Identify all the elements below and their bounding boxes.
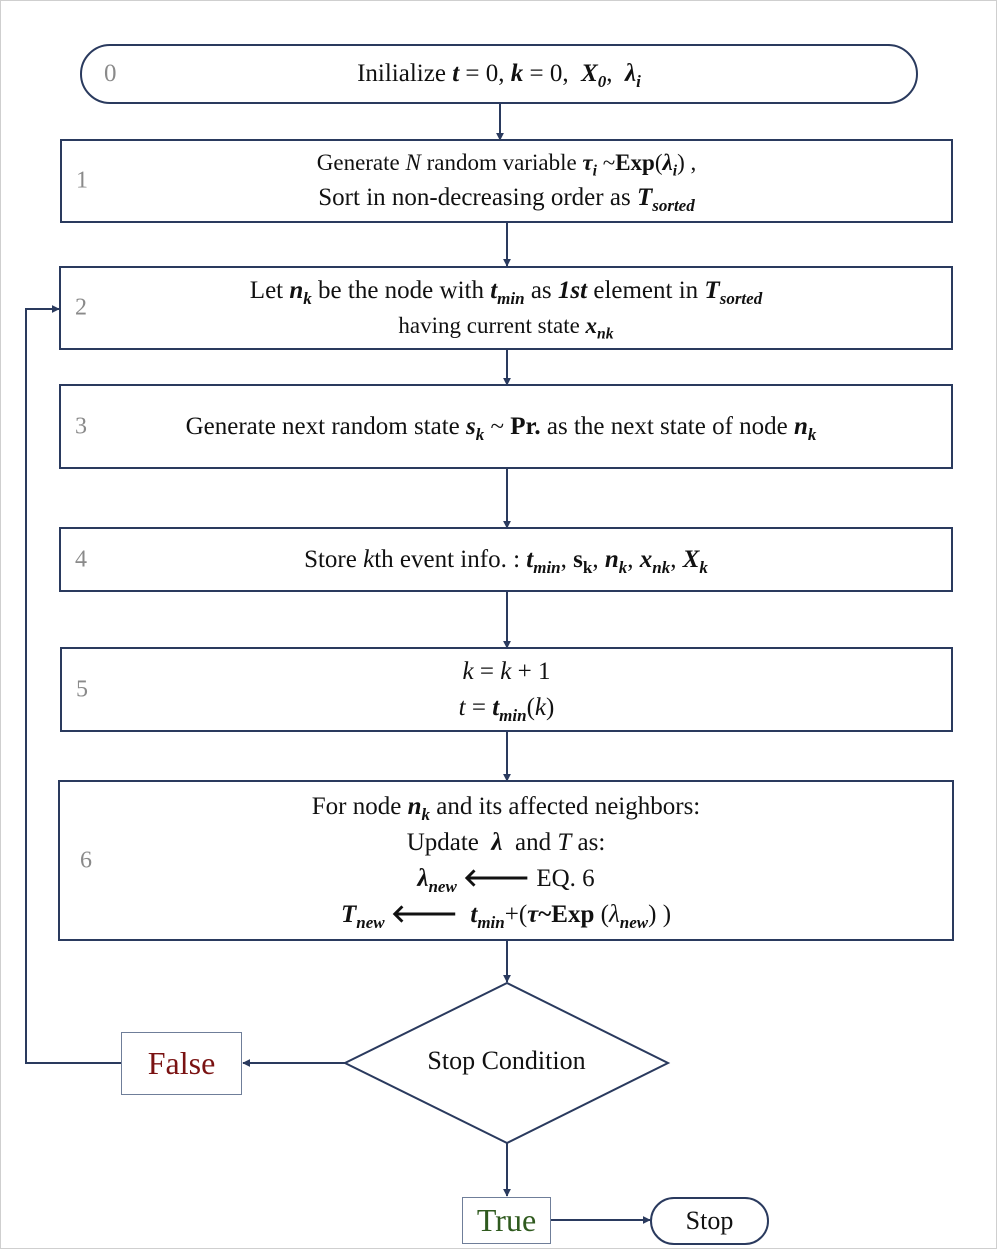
step-number: 3 <box>75 413 87 439</box>
step-3-text: Generate next random state sk ~ Pr. as t… <box>185 412 817 444</box>
step-6-box: 6 For node nk and its affected neighbors… <box>58 780 954 941</box>
step-number: 0 <box>104 60 117 87</box>
step-4-box: 4 Store kth event info. : tmin, sk, nk, … <box>59 527 953 592</box>
left-arrow-icon: 🡐 <box>384 900 471 928</box>
step-5-box: 5 k = k + 1 t = tmin(k) <box>60 647 953 732</box>
step-number: 6 <box>80 847 92 873</box>
step-4-text: Store kth event info. : tmin, sk, nk, xn… <box>304 545 708 577</box>
step-number: 2 <box>75 294 87 321</box>
step-0-box: 0 Inilialize t = 0, k = 0, X0, λi <box>80 44 918 104</box>
step-1-line-2: Sort in non-decreasing order as Tsorted <box>318 184 695 215</box>
step-2-box: 2 Let nk be the node with tmin as 1st el… <box>59 266 953 350</box>
false-label: False <box>121 1032 242 1095</box>
step-6-line-2: Update λ and T as: <box>406 828 606 856</box>
step-6-line-4: Tnew 🡐 tmin+(τ~Exp (λnew) ) <box>340 900 672 932</box>
step-1-line-1: Generate N random variable τi ~Exp(λi) , <box>316 150 697 180</box>
step-5-line-1: k = k + 1 <box>462 657 551 685</box>
step-3-box: 3 Generate next random state sk ~ Pr. as… <box>59 384 953 469</box>
step-5-line-2: t = tmin(k) <box>458 693 555 725</box>
step-2-line-2: having current state xnk <box>398 313 614 343</box>
stop-terminal: Stop <box>650 1197 769 1245</box>
arrow-false-loop <box>25 305 121 1064</box>
stop-condition-diamond <box>342 981 671 1145</box>
step-0-text: Inilialize t = 0, k = 0, X0, λi <box>357 60 641 91</box>
step-6-line-3: λnew 🡐 EQ. 6 <box>417 864 595 896</box>
step-number: 5 <box>76 676 88 702</box>
step-2-line-1: Let nk be the node with tmin as 1st elem… <box>249 277 763 308</box>
step-number: 1 <box>76 167 88 194</box>
stop-condition-label: Stop Condition <box>427 1046 586 1075</box>
left-arrow-icon: 🡐 <box>456 864 537 892</box>
true-label: True <box>462 1197 551 1244</box>
step-6-line-1: For node nk and its affected neighbors: <box>311 792 701 824</box>
step-number: 4 <box>75 546 87 572</box>
step-1-box: 1 Generate N random variable τi ~Exp(λi)… <box>60 139 953 223</box>
